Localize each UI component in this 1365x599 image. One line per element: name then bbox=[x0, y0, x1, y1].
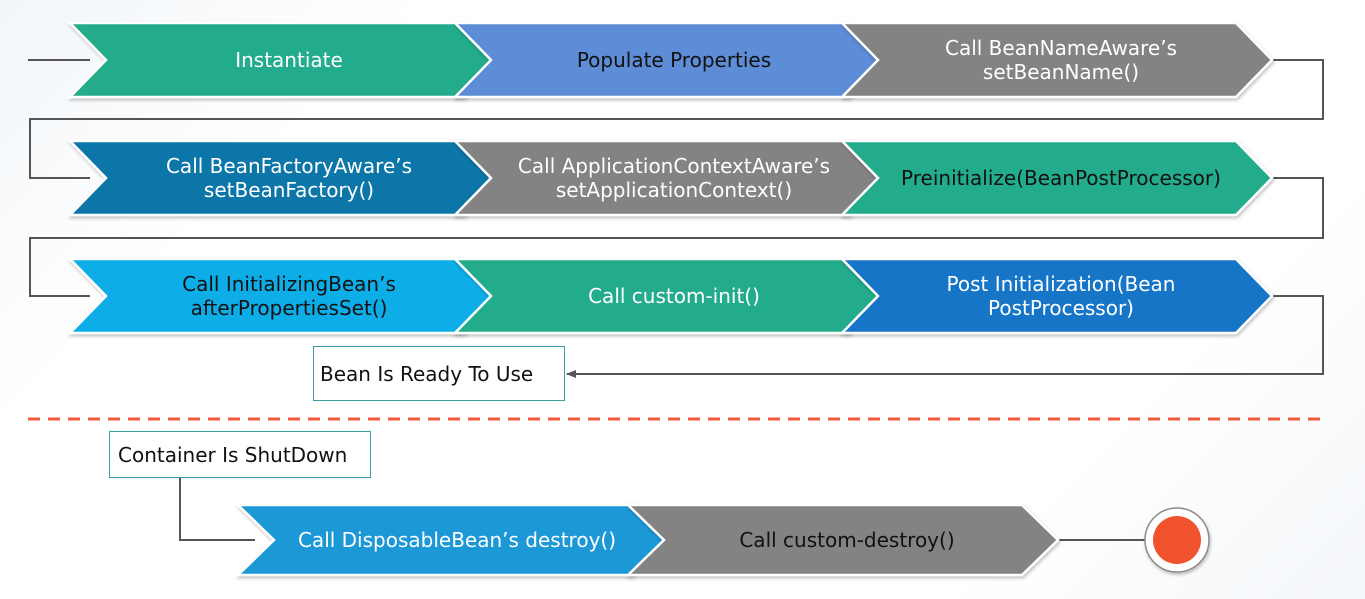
bean-factory-aware-label: setBeanFactory() bbox=[204, 178, 374, 202]
application-context-aware-label: setApplicationContext() bbox=[556, 178, 792, 202]
post-initialization-label: PostProcessor) bbox=[988, 296, 1134, 320]
custom-destroy-label: Call custom-destroy() bbox=[739, 528, 954, 552]
connector-row1-row2 bbox=[29, 59, 1324, 179]
post-initialization-label: Post Initialization(Bean bbox=[947, 272, 1176, 296]
disposable-bean-label: Call DisposableBean’s destroy() bbox=[298, 528, 616, 552]
application-context-aware-label: Call ApplicationContextAware’s bbox=[518, 154, 830, 178]
connector-shutdown-destroy bbox=[179, 478, 255, 541]
container-shutdown-box: Container Is ShutDown bbox=[109, 431, 371, 478]
connector-to-ready bbox=[566, 295, 1324, 378]
bean-name-aware-label: Call BeanNameAware’s bbox=[945, 36, 1177, 60]
bean-factory-aware-label: Call BeanFactoryAware’s bbox=[166, 154, 412, 178]
post-initialization-chevron bbox=[839, 257, 1274, 335]
instantiate-label: Instantiate bbox=[235, 48, 343, 72]
bean-ready-box: Bean Is Ready To Use bbox=[313, 346, 565, 401]
bean-name-aware-label: setBeanName() bbox=[983, 60, 1139, 84]
initializing-bean-label: afterPropertiesSet() bbox=[191, 296, 388, 320]
custom-init-label: Call custom-init() bbox=[588, 284, 760, 308]
custom-destroy-chevron bbox=[624, 503, 1060, 577]
bean-name-aware-chevron bbox=[839, 21, 1274, 99]
container-shutdown-label: Container Is ShutDown bbox=[118, 442, 348, 467]
connector-row2-row3 bbox=[29, 177, 1324, 297]
populate-properties-label: Populate Properties bbox=[577, 48, 771, 72]
preinitialize-chevron bbox=[839, 139, 1274, 217]
preinitialize-label: Preinitialize(BeanPostProcessor) bbox=[901, 166, 1221, 190]
end-node-icon bbox=[1153, 516, 1201, 564]
bean-ready-label: Bean Is Ready To Use bbox=[320, 361, 534, 386]
initializing-bean-label: Call InitializingBean’s bbox=[182, 272, 396, 296]
